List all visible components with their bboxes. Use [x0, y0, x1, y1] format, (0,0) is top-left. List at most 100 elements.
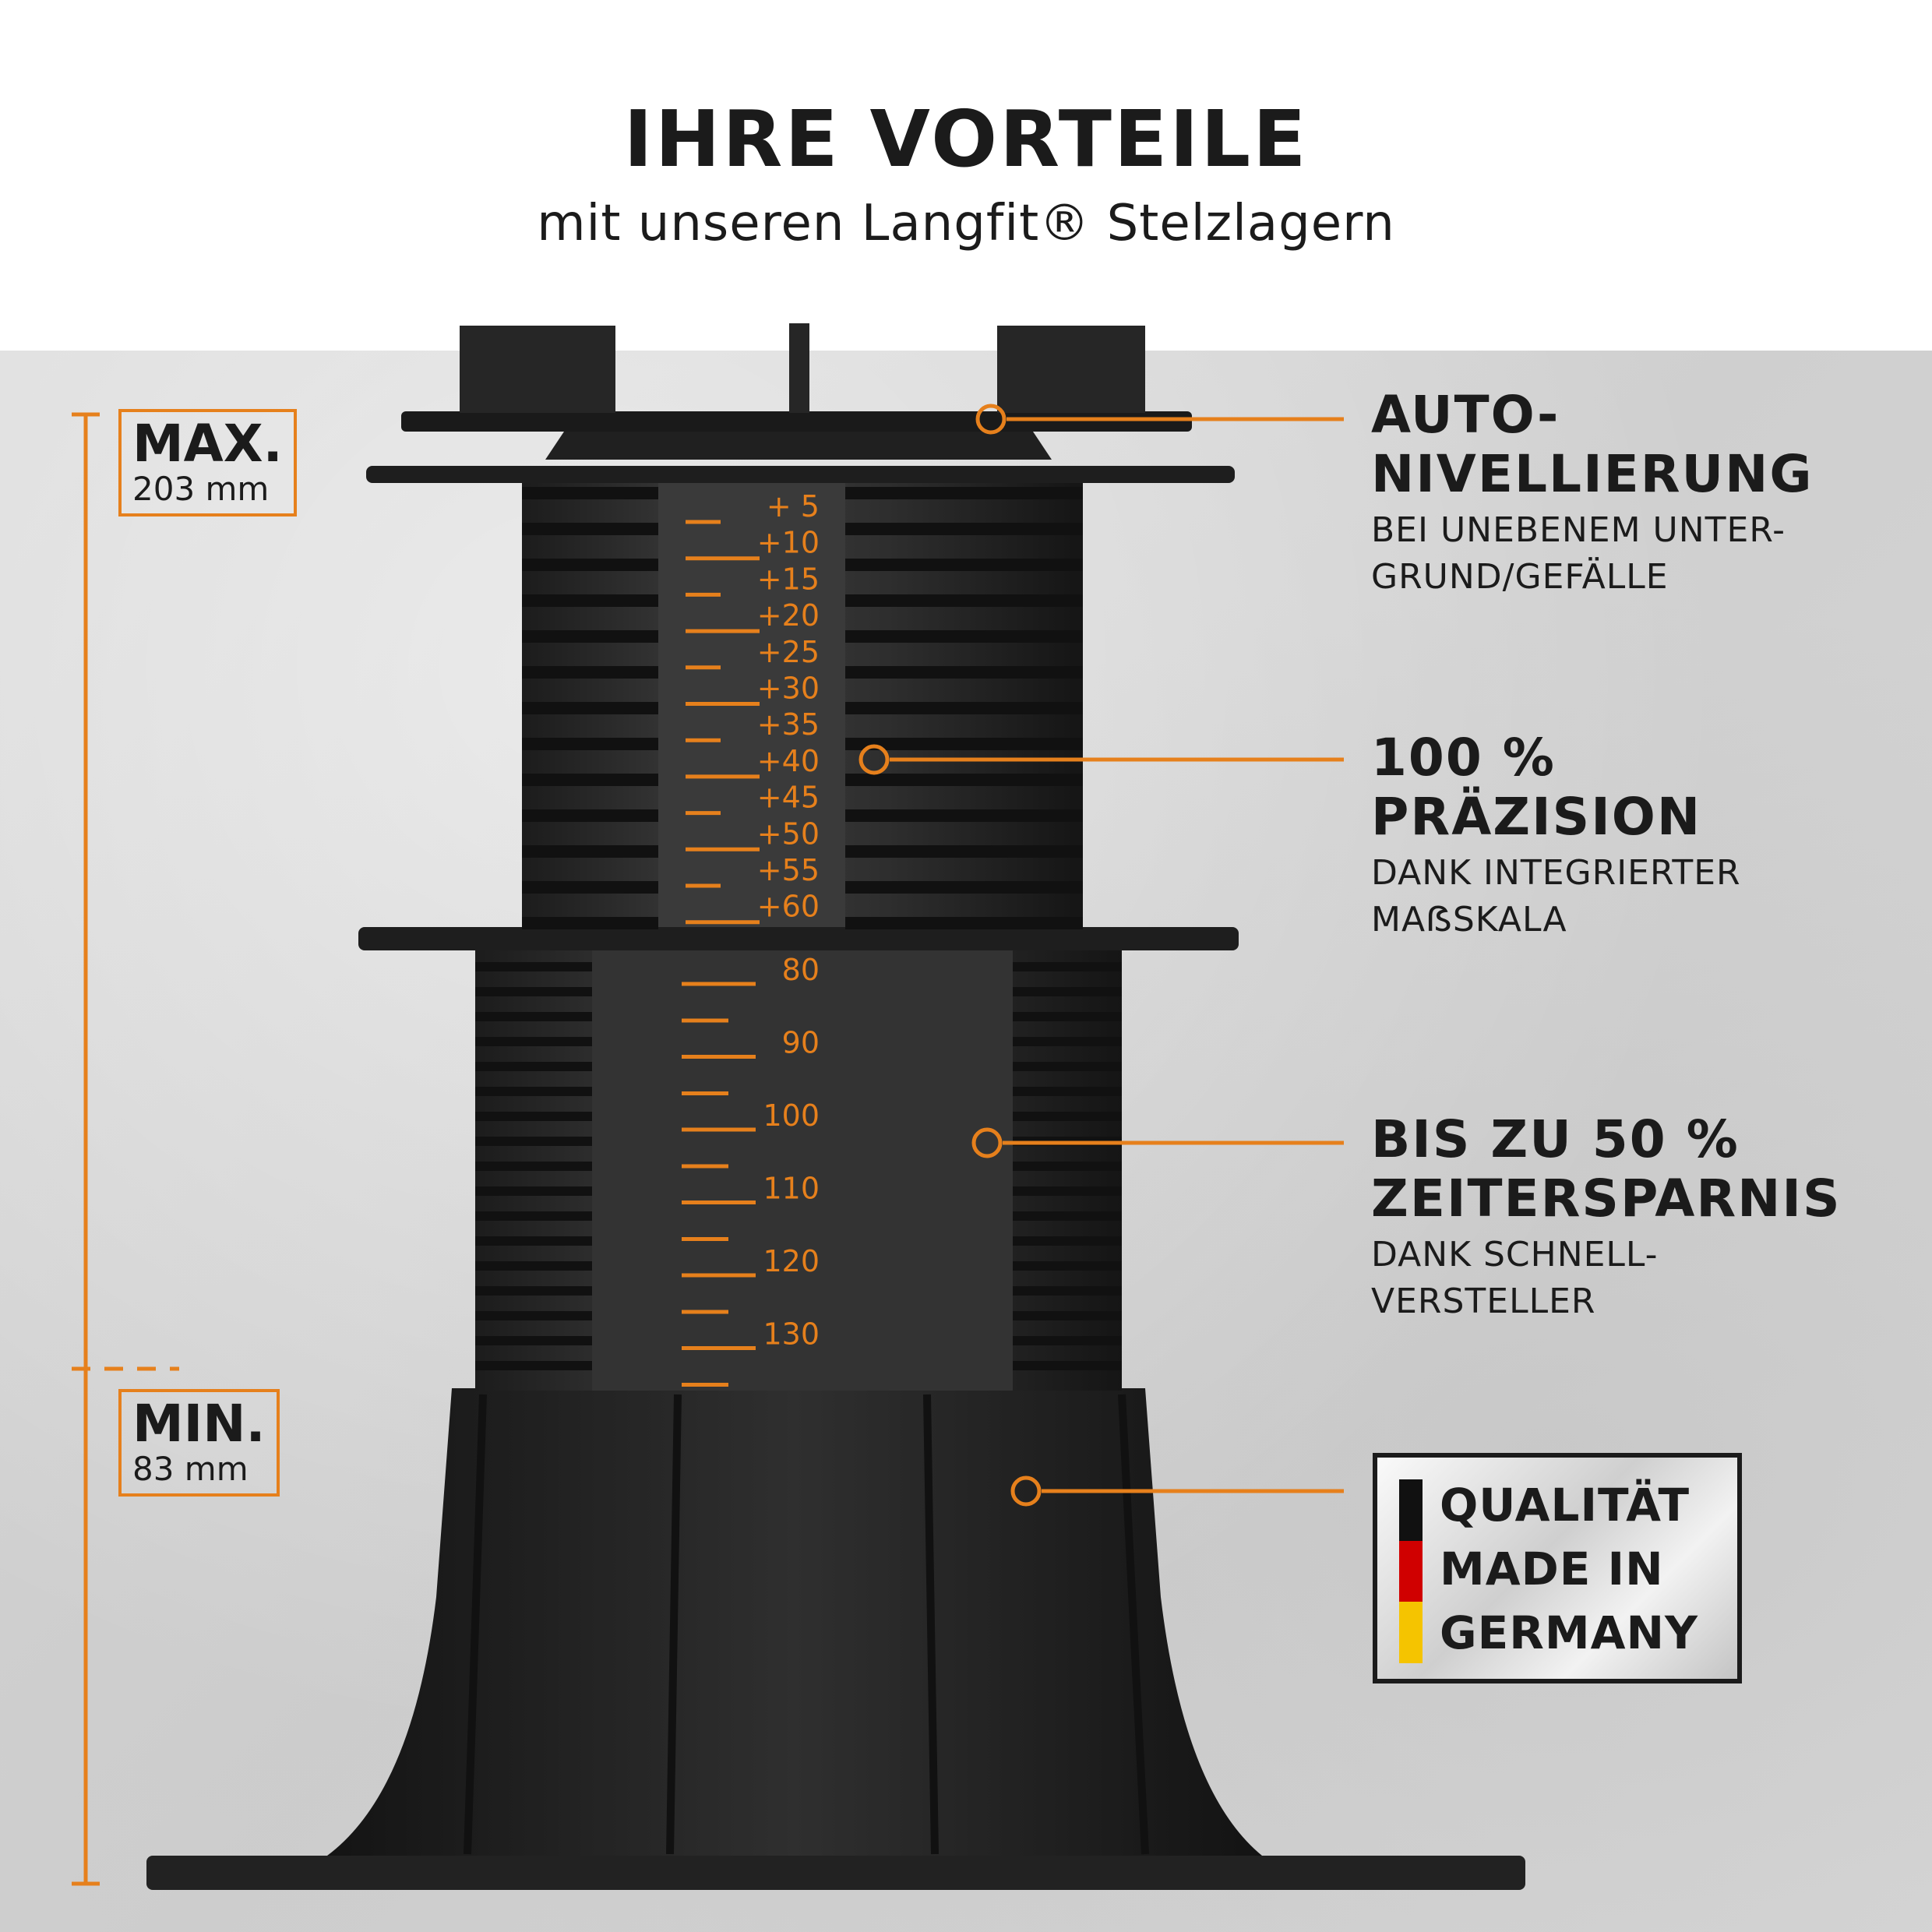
feature-auto-leveling: AUTO- NIVELLIERUNG BEI UNEBENEM UNTER- G…: [1371, 386, 1814, 601]
thread-rib: [522, 881, 658, 894]
thread-rib: [1013, 1286, 1122, 1296]
thread-rib: [475, 1037, 592, 1046]
scale-label: +55: [757, 853, 820, 887]
scale-label: 130: [763, 1317, 820, 1352]
thread-rib: [522, 523, 658, 535]
min-dimension-box: MIN. 83 mm: [118, 1389, 280, 1497]
scale-ticks: [682, 520, 760, 1387]
thread-rib: [845, 845, 1083, 858]
thread-rib: [1013, 1361, 1122, 1370]
thread-rib: [522, 809, 658, 822]
scale-label: 100: [763, 1098, 820, 1133]
thread-rib: [1013, 1261, 1122, 1271]
made-in-germany-badge: QUALITÄT MADE IN GERMANY: [1373, 1453, 1742, 1683]
scale-label: 80: [782, 953, 820, 987]
thread-rib: [845, 881, 1083, 894]
feature-desc: DANK INTEGRIERTER MAẞSKALA: [1371, 853, 1741, 940]
thread-rib: [522, 666, 658, 679]
thread-rib: [475, 1137, 592, 1146]
thread-rib: [845, 559, 1083, 571]
scale-label: +20: [757, 598, 820, 633]
thread-rib: [475, 1311, 592, 1320]
scale-label: +40: [757, 744, 820, 778]
thread-rib: [1013, 1087, 1122, 1096]
thread-rib: [475, 1087, 592, 1096]
middle-flange: [358, 927, 1239, 950]
scale-label: +50: [757, 816, 820, 851]
feature-desc: DANK SCHNELL- VERSTELLER: [1371, 1235, 1659, 1321]
thread-rib: [475, 1261, 592, 1271]
thread-rib: [522, 487, 658, 499]
thread-rib: [845, 738, 1083, 750]
thread-rib: [475, 987, 592, 996]
thread-rib: [1013, 1336, 1122, 1345]
flag-stripe-red: [1399, 1540, 1423, 1602]
thread-rib: [1013, 1037, 1122, 1046]
max-dimension-box: MAX. 203 mm: [118, 409, 297, 516]
badge-text: QUALITÄT MADE IN GERMANY: [1440, 1479, 1699, 1659]
top-tab-right: [997, 326, 1145, 413]
scale-label: +25: [757, 635, 820, 669]
thread-rib: [522, 702, 658, 714]
max-value: 203 mm: [132, 470, 270, 508]
thread-rib: [845, 594, 1083, 607]
flag-stripe-gold: [1399, 1602, 1423, 1663]
thread-rib: [522, 738, 658, 750]
thread-rib: [475, 1062, 592, 1071]
page-title: IHRE VORTEILE: [623, 93, 1309, 185]
thread-rib: [522, 559, 658, 571]
callout-dot-2: [858, 744, 890, 775]
top-plate: [401, 411, 1192, 432]
scale-label: 120: [763, 1244, 820, 1278]
page-subtitle: mit unseren Langfit® Stelzlagern: [537, 195, 1395, 252]
thread-rib: [475, 962, 592, 971]
thread-rib: [522, 594, 658, 607]
thread-rib: [1013, 1186, 1122, 1196]
scale-label: +15: [757, 562, 820, 596]
top-fin-center: [789, 323, 809, 413]
thread-rib: [1013, 1162, 1122, 1171]
thread-rib: [1013, 1211, 1122, 1221]
feature-precision: 100 % PRÄZISION DANK INTEGRIERTER MAẞSKA…: [1371, 728, 1741, 943]
thread-rib: [845, 702, 1083, 714]
top-tab-left: [460, 326, 615, 413]
thread-rib: [475, 1112, 592, 1121]
thread-rib: [475, 1336, 592, 1345]
feature-time-saving: BIS ZU 50 % ZEITERSPARNIS DANK SCHNELL- …: [1371, 1110, 1842, 1325]
min-value: 83 mm: [132, 1450, 249, 1488]
callout-dot-1: [975, 404, 1007, 435]
scale-label: 90: [782, 1026, 820, 1060]
thread-rib: [522, 917, 658, 929]
feature-title: BIS ZU 50 % ZEITERSPARNIS: [1371, 1109, 1842, 1229]
scale-label: +35: [757, 707, 820, 742]
header: IHRE VORTEILE mit unseren Langfit® Stelz…: [0, 0, 1932, 351]
thread-rib: [1013, 987, 1122, 996]
feature-title: AUTO- NIVELLIERUNG: [1371, 385, 1814, 504]
thread-rib: [845, 630, 1083, 643]
thread-rib: [1013, 962, 1122, 971]
thread-rib: [845, 774, 1083, 786]
thread-rib: [522, 774, 658, 786]
german-flag-icon: [1399, 1479, 1423, 1663]
thread-rib: [845, 523, 1083, 535]
scale-label: + 5: [767, 489, 820, 524]
thread-rib: [475, 1236, 592, 1246]
thread-rib: [475, 1286, 592, 1296]
feature-desc: BEI UNEBENEM UNTER- GRUND/GEFÄLLE: [1371, 510, 1786, 597]
top-flange-lower: [366, 466, 1235, 483]
base-plate: [146, 1856, 1525, 1890]
feature-title: 100 % PRÄZISION: [1371, 728, 1702, 847]
top-cone: [545, 425, 1052, 460]
thread-rib: [1013, 1236, 1122, 1246]
callout-dot-4: [1010, 1475, 1042, 1507]
scale-label: +45: [757, 781, 820, 815]
thread-rib: [1013, 1062, 1122, 1071]
thread-rib: [845, 487, 1083, 499]
thread-rib: [522, 845, 658, 858]
thread-rib: [1013, 1112, 1122, 1121]
thread-rib: [845, 666, 1083, 679]
thread-rib: [475, 1012, 592, 1021]
thread-rib: [475, 1162, 592, 1171]
thread-rib: [1013, 1311, 1122, 1320]
